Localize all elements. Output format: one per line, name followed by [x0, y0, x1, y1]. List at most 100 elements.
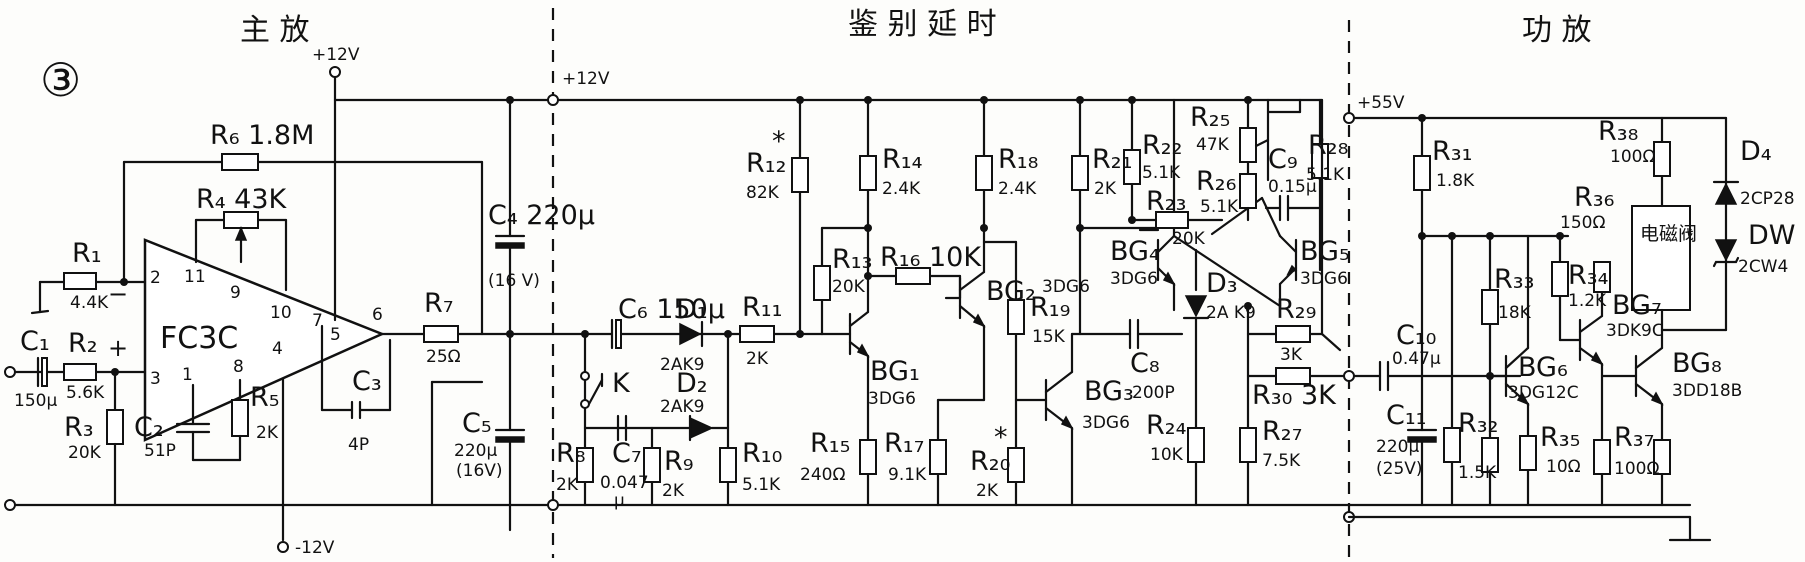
value-bg3: 3DG6 — [1082, 413, 1130, 433]
ic-plus: + — [108, 334, 128, 362]
value-dw: 2CW4 — [1738, 257, 1788, 277]
label-r17: R₁₇ — [884, 428, 924, 459]
section-discriminator-delay: 鉴 别 延 时 — [848, 7, 997, 42]
label-r12: R₁₂ — [746, 148, 786, 179]
label-bg5: BG₅ — [1300, 236, 1350, 267]
label-r7: R₇ — [424, 288, 454, 319]
label-r6: R₆ 1.8M — [210, 120, 314, 151]
label-r25: R₂₅ — [1190, 102, 1230, 133]
value-c4: (16 V) — [488, 271, 540, 291]
value-r2: 5.6K — [66, 383, 105, 403]
rail-label-mid-pos: +12V — [562, 69, 610, 89]
label-r33: R₃₃ — [1494, 264, 1534, 295]
value-r3: 20K — [68, 443, 102, 463]
value-r26: 5.1K — [1200, 197, 1239, 217]
ic-pin-8: 8 — [233, 357, 244, 377]
value-r9: 2K — [662, 481, 685, 501]
ic-name: FC3C — [160, 321, 238, 356]
value-c5-voltage: (16V) — [456, 461, 503, 481]
ic-minus: − — [108, 280, 128, 308]
value-r25: 47K — [1196, 135, 1230, 155]
value-d2: 2AK9 — [660, 397, 704, 417]
ic-pin-10: 10 — [270, 303, 292, 323]
label-bg3: BG₃ — [1084, 376, 1134, 407]
rail-label-amp-pos: +12V — [312, 45, 360, 65]
value-r7: 25Ω — [426, 347, 461, 367]
label-r26: R₂₆ — [1196, 166, 1236, 197]
label-r24: R₂₄ — [1146, 410, 1186, 441]
discriminator-labels: C₆ 150μ D₁ 2AK9 D₂ 2AK9 K C₇ 0.047 μ R₈ … — [556, 102, 1350, 511]
label-d1: D₁ — [676, 294, 708, 325]
value-r20: 2K — [976, 481, 999, 501]
label-r27: R₂₇ — [1262, 416, 1302, 447]
value-r5: 2K — [256, 423, 279, 443]
power-amp-labels: C₁₀ 0.47μ C₁₁ 220μ (25V) R₃₁ 1.8K R₃₂ 1.… — [1376, 116, 1796, 483]
label-bg2: BG₂ — [986, 276, 1036, 307]
label-r31: R₃₁ — [1432, 136, 1472, 167]
section-main-amp: 主 放 — [240, 13, 310, 48]
label-bg7: BG₇ — [1612, 290, 1662, 321]
value-c2: 51P — [144, 441, 176, 461]
value-r32: 1.5K — [1458, 463, 1497, 483]
value-c11: 220μ — [1376, 437, 1419, 457]
label-c9: C₉ — [1268, 144, 1298, 175]
label-r15: R₁₅ — [810, 428, 850, 459]
label-c11: C₁₁ — [1386, 400, 1427, 431]
label-r34: R₃₄ — [1568, 260, 1608, 291]
value-r17: 9.1K — [888, 465, 927, 485]
value-bg1: 3DG6 — [868, 389, 916, 409]
value-r23: 20K — [1172, 229, 1206, 249]
value-r28: 5.1K — [1306, 165, 1345, 185]
value-r31: 1.8K — [1436, 171, 1475, 191]
label-bg4: BG₄ — [1110, 236, 1160, 267]
value-r37: 100Ω — [1614, 459, 1659, 479]
label-c2: C₂ — [134, 412, 164, 443]
label-r3: R₃ — [64, 412, 94, 443]
discriminator-wiring — [551, 96, 1351, 507]
label-r37: R₃₇ — [1614, 422, 1654, 453]
value-d4: 2CP28 — [1740, 189, 1795, 209]
label-c3: C₃ — [352, 366, 382, 397]
value-bg7: 3DK9C — [1606, 321, 1664, 341]
label-r20-star: * — [994, 422, 1008, 453]
figure-number: ③ — [40, 53, 81, 107]
value-bg8: 3DD18B — [1672, 381, 1742, 401]
rail-label-amp-neg: -12V — [295, 538, 335, 558]
label-r11: R₁₁ — [742, 292, 782, 323]
value-r19: 15K — [1032, 327, 1066, 347]
label-c8: C₈ — [1130, 348, 1160, 379]
label-d4: D₄ — [1740, 136, 1772, 167]
label-r20: R₂₀ — [970, 446, 1010, 477]
ic-pin-3: 3 — [150, 369, 161, 389]
label-r35: R₃₅ — [1540, 422, 1580, 453]
value-bg6: 3DG12C — [1508, 383, 1579, 403]
value-c8: 200P — [1132, 383, 1175, 403]
rail-label-power-pos: +55V — [1357, 93, 1405, 113]
label-r10: R₁₀ — [742, 438, 782, 469]
label-r14: R₁₄ — [882, 144, 922, 175]
value-d3: 2A K9 — [1206, 303, 1256, 323]
value-r27: 7.5K — [1262, 451, 1301, 471]
label-c1: C₁ — [20, 326, 50, 357]
label-c5: C₅ — [462, 408, 492, 439]
value-r24: 10K — [1150, 445, 1184, 465]
value-c7-unit: μ — [614, 491, 625, 511]
label-d3: D₃ — [1206, 268, 1238, 299]
label-r29: R₂₉ — [1276, 294, 1316, 325]
ic-pin-4: 4 — [272, 339, 283, 359]
label-c10: C₁₀ — [1396, 320, 1437, 351]
value-r14: 2.4K — [882, 179, 921, 199]
label-r21: R₂₁ — [1092, 144, 1132, 175]
value-r38: 100Ω — [1610, 147, 1655, 167]
label-r8: R₈ — [556, 438, 586, 469]
value-c10: 0.47μ — [1392, 349, 1441, 369]
value-r22: 5.1K — [1142, 163, 1181, 183]
label-r32: R₃₂ — [1458, 408, 1498, 439]
label-r1: R₁ — [72, 238, 102, 269]
label-dw: DW — [1748, 220, 1796, 251]
op-amp-fc3c: FC3C 2 3 11 9 10 7 5 1 8 4 6 − + — [108, 238, 386, 442]
label-c7: C₇ — [612, 438, 642, 469]
label-c6: C₆ 150μ — [618, 294, 725, 325]
value-r18: 2.4K — [998, 179, 1037, 199]
